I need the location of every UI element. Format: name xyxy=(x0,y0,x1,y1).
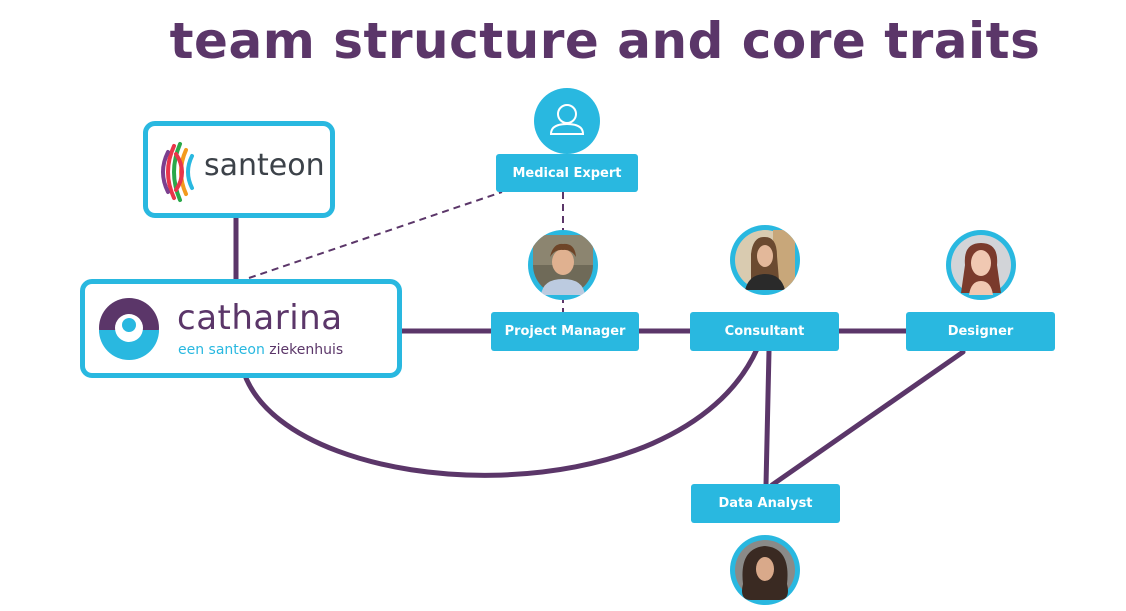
santeon-logo-icon xyxy=(161,142,194,202)
catharina-tagline: een santeon ziekenhuis xyxy=(178,342,343,358)
role-project-manager: Project Manager xyxy=(491,312,639,351)
designer-avatar xyxy=(946,230,1016,300)
santeon-logo-card: santeon xyxy=(143,121,335,218)
catharina-tagline-part2: ziekenhuis xyxy=(269,342,344,358)
role-medical-expert: Medical Expert xyxy=(496,154,638,192)
data-analyst-avatar xyxy=(730,535,800,605)
page-title: team structure and core traits xyxy=(169,12,1041,70)
project-manager-avatar xyxy=(528,230,598,300)
catharina-wordmark: catharina xyxy=(177,298,343,338)
medical-expert-avatar xyxy=(534,88,600,154)
link-designer-data-analyst xyxy=(769,349,966,488)
role-designer: Designer xyxy=(906,312,1055,351)
project-manager-photo xyxy=(533,235,593,295)
person-placeholder-icon xyxy=(549,104,585,135)
link-consultant-data-analyst xyxy=(763,348,772,488)
role-data-analyst: Data Analyst xyxy=(691,484,840,523)
designer-photo xyxy=(951,235,1011,295)
consultant-photo xyxy=(735,230,795,290)
consultant-avatar xyxy=(730,225,800,295)
role-consultant: Consultant xyxy=(690,312,839,351)
data-analyst-photo xyxy=(735,540,795,600)
catharina-logo-icon xyxy=(99,298,159,360)
catharina-tagline-part1: een santeon xyxy=(178,342,265,358)
link-catharina-medical-expert xyxy=(248,191,503,279)
catharina-logo-card: catharina een santeon ziekenhuis xyxy=(80,279,402,378)
link-catharina-consultant xyxy=(243,346,760,478)
santeon-wordmark: santeon xyxy=(204,148,325,183)
